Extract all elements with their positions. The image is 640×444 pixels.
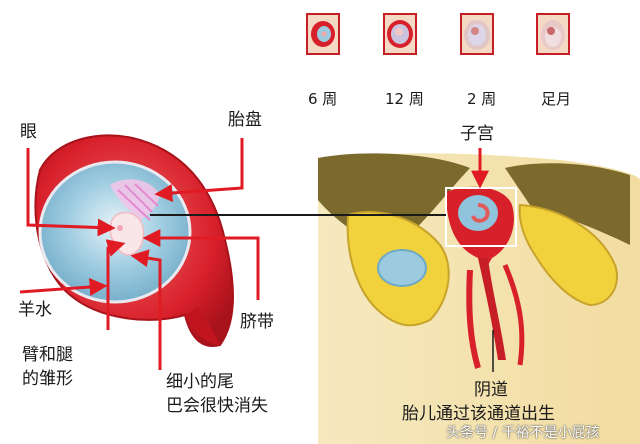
label-tail-line2: 巴会很快消失 bbox=[166, 396, 268, 416]
caption-full-term: 足月 bbox=[541, 88, 571, 109]
label-vagina-line2: 胎儿通过该通道出生 bbox=[402, 404, 555, 424]
caption-12-weeks: 12 周 bbox=[385, 88, 424, 109]
label-placenta: 胎盘 bbox=[228, 110, 262, 130]
pelvic-cross-section bbox=[318, 153, 640, 444]
thumbnail-12-weeks bbox=[384, 14, 416, 54]
caption-6-weeks: 6 周 bbox=[308, 88, 337, 109]
label-uterus: 子宫 bbox=[460, 124, 494, 144]
label-umbilical-cord: 脐带 bbox=[240, 312, 274, 332]
stage-thumbnails bbox=[307, 14, 569, 54]
thumbnail-full-term bbox=[537, 14, 569, 54]
label-eye: 眼 bbox=[20, 122, 37, 142]
thumbnail-6-weeks bbox=[307, 14, 339, 54]
label-tail-line1: 细小的尾 bbox=[166, 372, 234, 392]
watermark: 头条号 / 千裕不是小屁孩 bbox=[446, 422, 600, 442]
label-vagina-line1: 阴道 bbox=[474, 380, 508, 400]
label-limb-buds-line1: 臂和腿 bbox=[22, 345, 73, 365]
label-limb-buds-line2: 的雏形 bbox=[22, 369, 73, 389]
label-amniotic-fluid: 羊水 bbox=[18, 300, 52, 320]
thumbnail-2-weeks bbox=[461, 14, 493, 54]
caption-2-weeks: 2 周 bbox=[467, 88, 496, 109]
enlarged-uterus bbox=[35, 135, 233, 346]
